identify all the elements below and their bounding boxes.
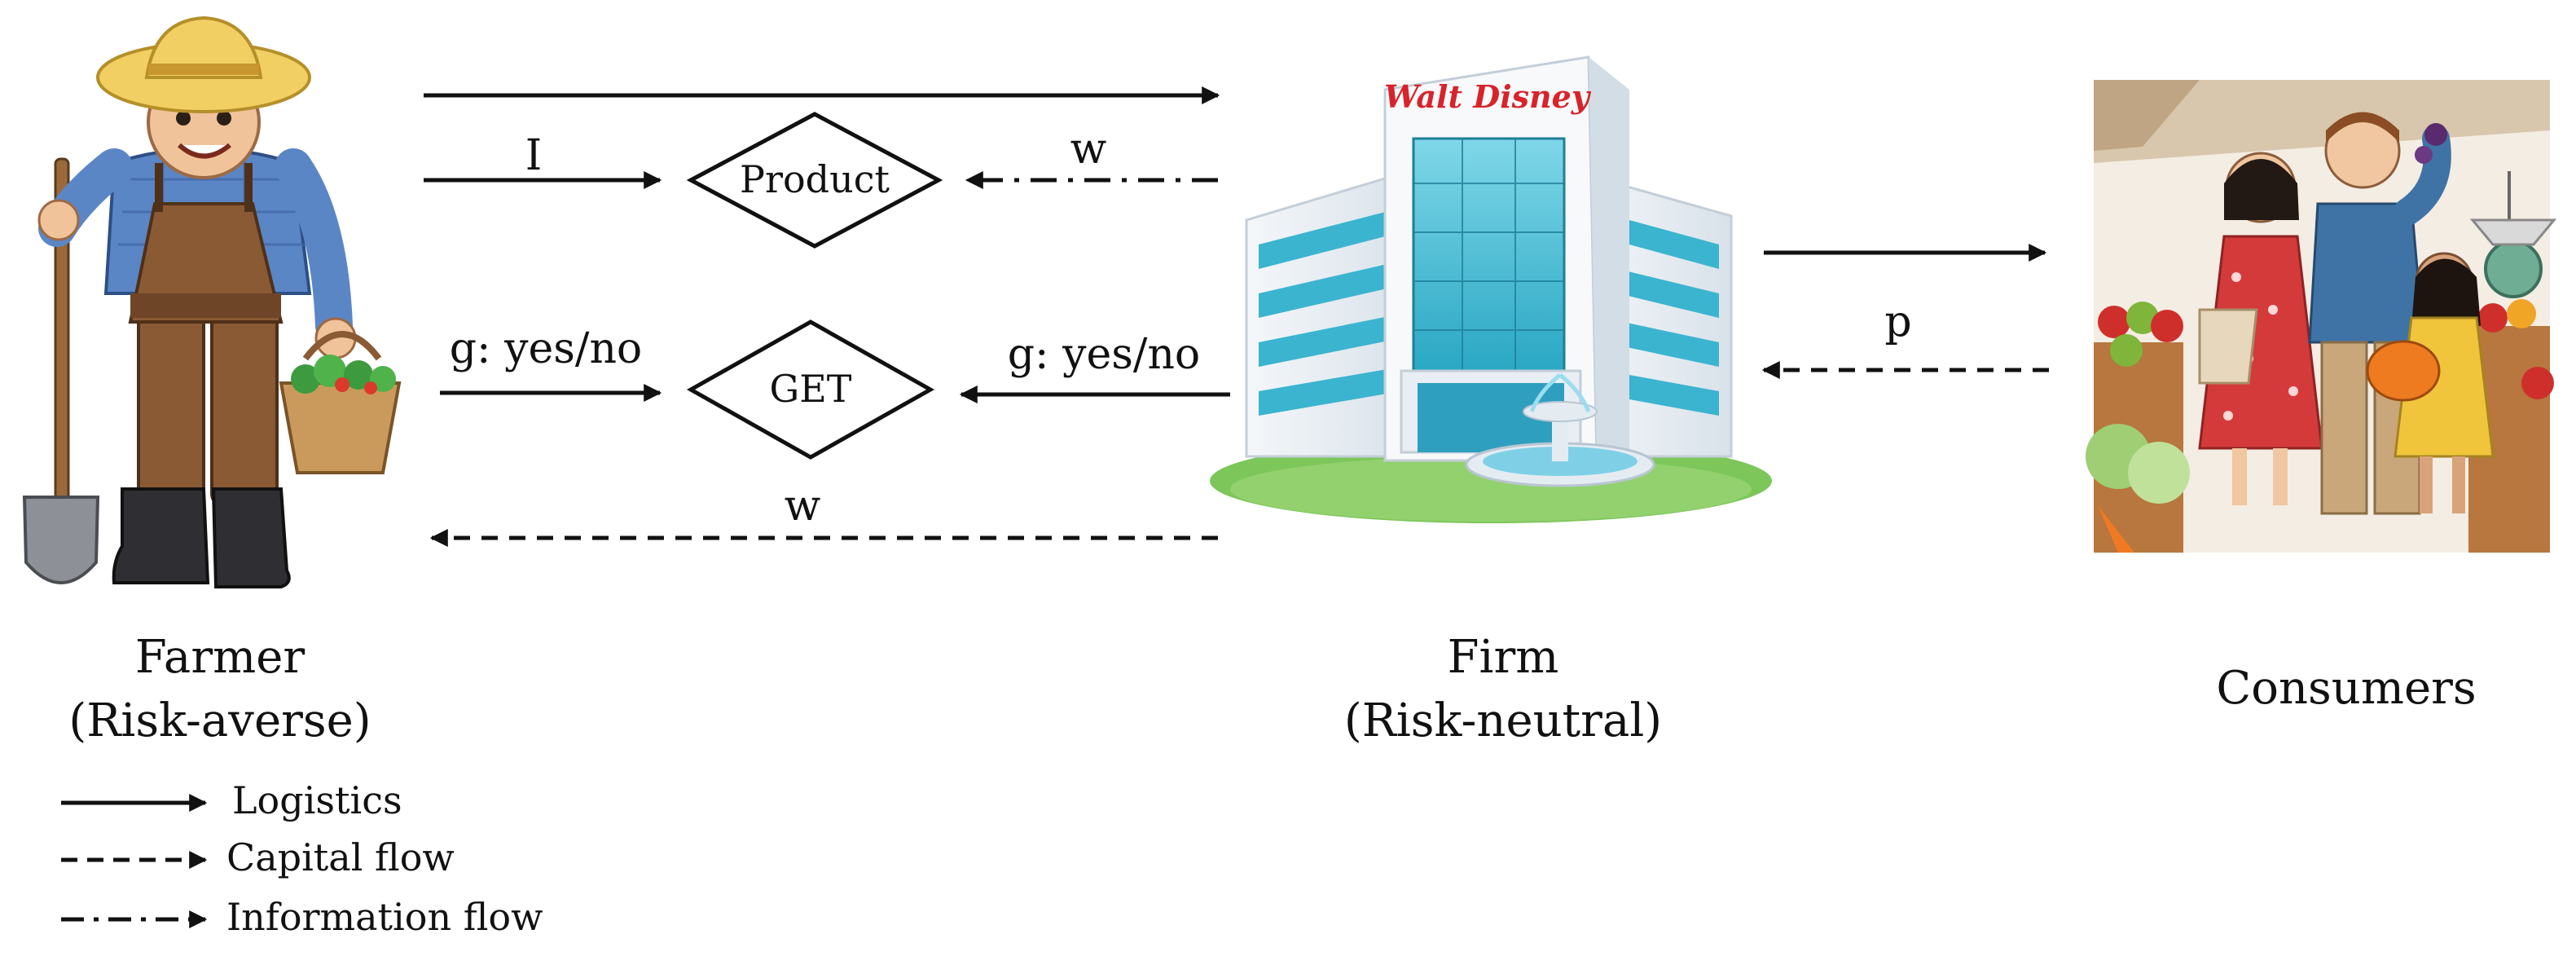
firm-caption: Firm (Risk-neutral) <box>1303 626 1703 753</box>
wage-capital-label: w <box>785 482 821 531</box>
consumers-caption: Consumers <box>2134 657 2558 720</box>
firm-logo: Walt Disney <box>1384 78 1592 115</box>
get-node-label: GET <box>769 367 851 411</box>
firm-name: Firm <box>1447 631 1559 684</box>
firm-trait: (Risk-neutral) <box>1343 694 1663 747</box>
office-building-icon: Walt Disney <box>1210 55 1772 523</box>
product-node <box>686 112 943 249</box>
legend-information-label: Information flow <box>226 895 543 939</box>
product-node-label: Product <box>740 157 890 201</box>
price-label: p <box>1884 297 1911 346</box>
input-label: I <box>525 131 543 180</box>
get-node <box>686 319 935 460</box>
legend-capital-label: Capital flow <box>226 835 455 879</box>
legend-logistics-label: Logistics <box>232 778 402 822</box>
legend: Logistics Capital flow Information flow <box>61 778 543 939</box>
firm-get-label: g: yes/no <box>1008 330 1201 379</box>
farmer-get-label: g: yes/no <box>450 324 643 373</box>
market-shoppers-icon <box>2086 80 2557 553</box>
farmer-illustration-icon <box>22 15 402 588</box>
consumers-name: Consumers <box>2216 662 2477 715</box>
farmer-caption: Farmer (Risk-averse) <box>33 626 407 753</box>
farmer-trait: (Risk-averse) <box>68 694 371 747</box>
farmer-name: Farmer <box>134 631 306 684</box>
wage-info-label: w <box>1070 125 1107 174</box>
